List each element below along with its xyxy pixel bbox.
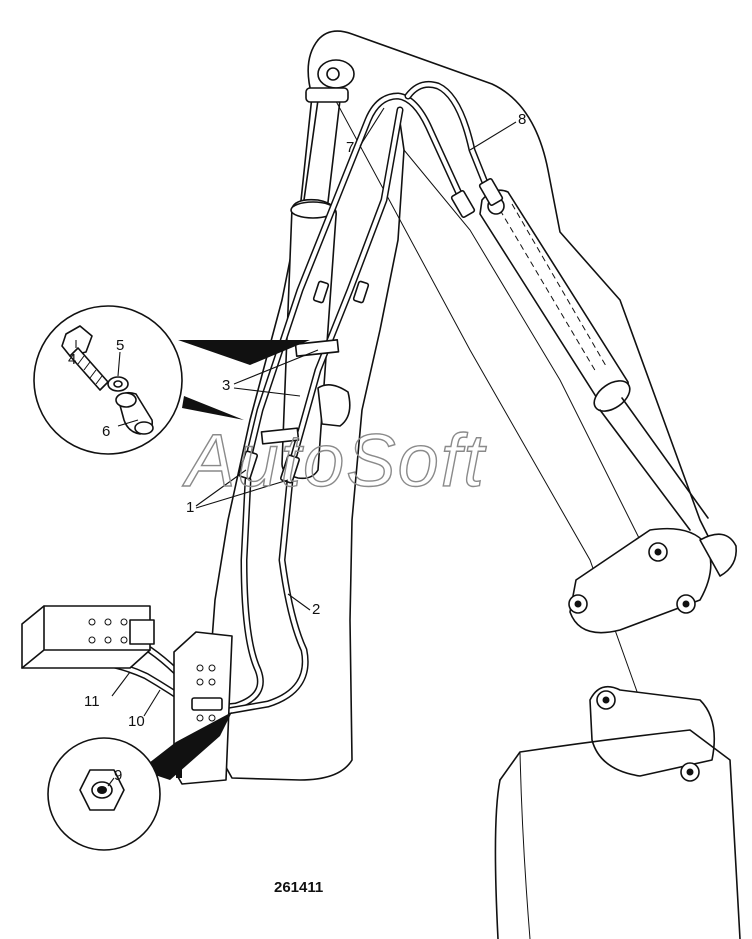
label-10: 10 [128, 713, 145, 730]
drawing-reference-number: 261411 [274, 879, 323, 896]
dipper-linkage [568, 527, 737, 782]
label-7: 7 [346, 139, 354, 156]
leader-lines [75, 107, 517, 787]
hose-7-and-1 [244, 92, 466, 474]
hose-8 [404, 80, 492, 194]
label-6: 6 [102, 423, 110, 440]
label-4: 4 [68, 351, 76, 368]
label-9: 9 [114, 767, 122, 784]
label-1: 1 [186, 499, 194, 516]
watermark: AutoSoft [182, 419, 487, 502]
lift-ram [281, 59, 355, 480]
hose-2 [212, 476, 309, 716]
part-labels: 1 2 3 4 5 6 7 8 9 10 11 [68, 111, 526, 784]
label-11: 11 [84, 693, 100, 710]
washer-icon [107, 376, 129, 392]
detail-inset-bolt [33, 305, 310, 455]
label-3: 3 [222, 377, 230, 394]
control-valve-block [21, 605, 155, 669]
bolt-icon [61, 325, 109, 391]
hose-clamps [260, 339, 340, 445]
label-8: 8 [518, 111, 526, 128]
bucket [494, 729, 741, 939]
label-5: 5 [116, 337, 124, 354]
boom-arm [211, 30, 721, 781]
detail-inset-nut [47, 712, 232, 851]
label-2: 2 [312, 601, 320, 618]
dipper-ram [479, 189, 709, 531]
